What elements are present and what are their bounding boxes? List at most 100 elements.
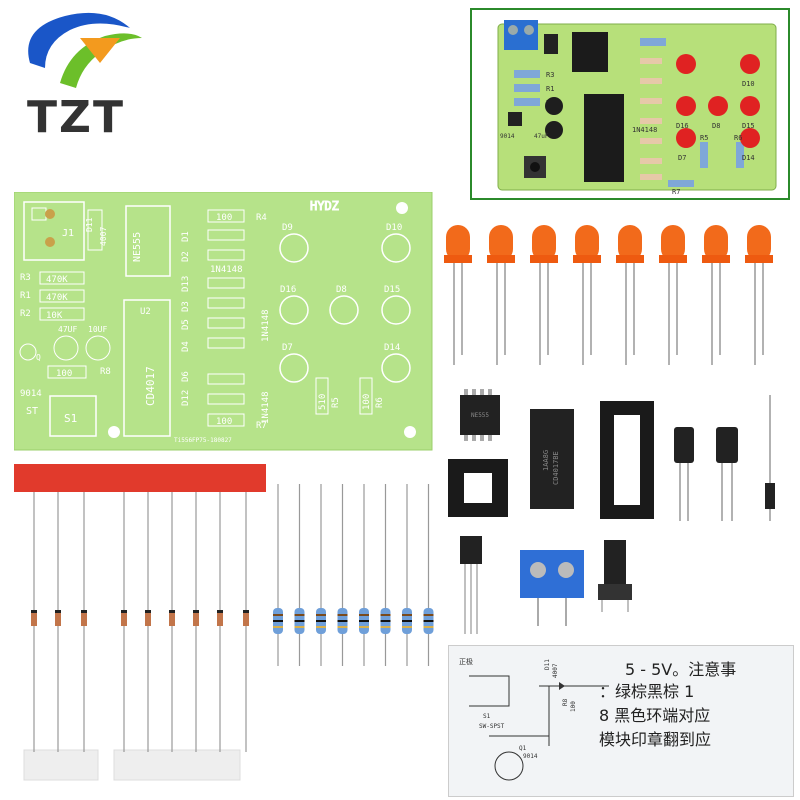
inset-resistor bbox=[700, 142, 708, 168]
pcb-label-ne555: NE555 bbox=[132, 232, 143, 262]
pcb-label-r4: R4 bbox=[256, 213, 267, 223]
inset-label-d14: D14 bbox=[742, 154, 755, 162]
pcb-label-100-r7: 100 bbox=[216, 417, 232, 427]
sheet-label-8: Q1 bbox=[519, 745, 527, 752]
pcb-label-cd4017: CD4017 bbox=[144, 366, 157, 406]
sheet-label-3: 4007 bbox=[552, 663, 559, 678]
rectifier-diode bbox=[765, 395, 775, 521]
pcb-label-4007: 4007 bbox=[99, 227, 108, 246]
resistor bbox=[337, 484, 348, 666]
instruction-text-3: 8 黑色环端对应 bbox=[599, 706, 711, 725]
pcb-label-d6: D6 bbox=[181, 371, 191, 382]
pcb-label-100-r6: 100 bbox=[362, 394, 372, 410]
signal-diodes-strip bbox=[10, 460, 272, 790]
sheet-label-2: D11 bbox=[544, 659, 551, 670]
inset-label-9014: 9014 bbox=[500, 133, 515, 140]
inset-label-d7: D7 bbox=[678, 154, 686, 162]
inset-diode-column bbox=[640, 58, 662, 180]
diode-tape-white bbox=[113, 749, 241, 781]
inset-transistor bbox=[508, 112, 522, 126]
inset-label-d10: D10 bbox=[742, 80, 755, 88]
inset-label-r5: R5 bbox=[700, 134, 708, 142]
diode-tape-red bbox=[14, 464, 100, 492]
ne555-chip-marking: NE555 bbox=[471, 412, 489, 419]
pcb-label-510: 510 bbox=[318, 394, 328, 410]
inset-label-d8: D8 bbox=[712, 122, 720, 130]
resistor bbox=[423, 484, 434, 666]
pcb-label-d4: D4 bbox=[181, 341, 191, 352]
instruction-text-2: ：绿棕黑棕 1 bbox=[599, 682, 695, 701]
resistor bbox=[294, 484, 305, 666]
pcb-label-d12: D12 bbox=[181, 390, 191, 406]
pcb-label-1n4148-c: 1N4148 bbox=[261, 391, 271, 424]
tactile-push-button bbox=[598, 540, 632, 612]
signal-diode bbox=[81, 492, 87, 752]
assembled-board-inset: R3 R1 R2 47uF 9014 1N4148 bbox=[470, 8, 790, 200]
resistor bbox=[380, 484, 391, 666]
resistors-group bbox=[260, 480, 440, 670]
pcb-label-r5: R5 bbox=[331, 397, 341, 408]
pcb-label-q: Q bbox=[36, 353, 41, 362]
brand-logo bbox=[10, 8, 150, 148]
logo-swoosh-green bbox=[60, 33, 142, 88]
red-led bbox=[659, 225, 687, 365]
pcb-label-470k-1: 470K bbox=[46, 275, 68, 285]
inset-capacitor bbox=[545, 121, 563, 139]
pcb-label-r6: R6 bbox=[375, 397, 385, 408]
red-led bbox=[573, 225, 601, 365]
ne555-chip: NE555 bbox=[460, 389, 500, 441]
pcb-label-10uf: 10UF bbox=[88, 325, 107, 334]
inset-label-d16: D16 bbox=[676, 122, 689, 130]
ic-socket-16pin bbox=[600, 401, 654, 519]
pcb-label-d10: D10 bbox=[386, 223, 402, 233]
pcb-label-d11: D11 bbox=[85, 217, 94, 232]
pcb-label-d9: D9 bbox=[282, 223, 293, 233]
inset-resistor bbox=[640, 38, 666, 46]
instruction-sheet: 正极 D11 4007 R8 100 S1 SW-SPST Q1 9014 5 … bbox=[448, 645, 794, 797]
signal-diode bbox=[193, 492, 199, 752]
cd4017-chip-marking-1: 1AA8G bbox=[542, 450, 550, 471]
pcb-label-d13: D13 bbox=[181, 276, 191, 292]
pcb-label-r1: R1 bbox=[20, 291, 31, 301]
red-led bbox=[444, 225, 472, 365]
red-led bbox=[530, 225, 558, 365]
cd4017-chip: 1AA8G CD4017BE bbox=[530, 409, 574, 509]
pcb-label-d16: D16 bbox=[280, 285, 296, 295]
pcb-label-1n4148-a: 1N4148 bbox=[210, 265, 243, 275]
ic-socket-8pin bbox=[448, 459, 508, 517]
pcb-label-d7: D7 bbox=[282, 343, 293, 353]
inset-label-r1: R1 bbox=[546, 85, 554, 93]
pcb-label-r2: R2 bbox=[20, 309, 31, 319]
screw-terminal-block bbox=[520, 550, 584, 626]
instruction-text-1: 5 - 5V。注意事 bbox=[625, 660, 737, 679]
pcb-label-d2: D2 bbox=[181, 251, 191, 262]
pcb-label-d15: D15 bbox=[384, 285, 400, 295]
inset-cd4017-chip bbox=[584, 94, 624, 182]
inset-capacitor bbox=[545, 97, 563, 115]
pcb-title: HYDZ bbox=[310, 199, 339, 213]
ic-components: NE555 1AA8G CD4017BE bbox=[440, 385, 780, 525]
pcb-label-s1: S1 bbox=[64, 412, 77, 425]
pcb-label-10k: 10K bbox=[46, 311, 63, 321]
inset-diode bbox=[544, 34, 558, 54]
inset-led-group bbox=[676, 54, 760, 148]
red-led bbox=[616, 225, 644, 365]
inset-label-1n4148: 1N4148 bbox=[632, 126, 657, 134]
inset-label-47uf: 47uF bbox=[534, 133, 549, 140]
pcb-label-d3: D3 bbox=[181, 301, 191, 312]
sheet-label-1: 正极 bbox=[459, 657, 473, 666]
signal-diode bbox=[121, 492, 127, 752]
signal-diode bbox=[169, 492, 175, 752]
resistor bbox=[359, 484, 369, 666]
sheet-label-6: S1 bbox=[483, 713, 491, 720]
red-led bbox=[702, 225, 730, 365]
inset-resistor bbox=[514, 70, 540, 78]
diode-tape-white bbox=[23, 749, 99, 781]
resistor bbox=[316, 484, 326, 666]
led-component bbox=[444, 225, 773, 365]
inset-label-r3: R3 bbox=[546, 71, 554, 79]
pcb-label-r8: R8 bbox=[100, 367, 111, 377]
signal-diode bbox=[31, 492, 37, 752]
cd4017-chip-marking-2: CD4017BE bbox=[552, 451, 560, 485]
inset-label-r6: R6 bbox=[734, 134, 742, 142]
